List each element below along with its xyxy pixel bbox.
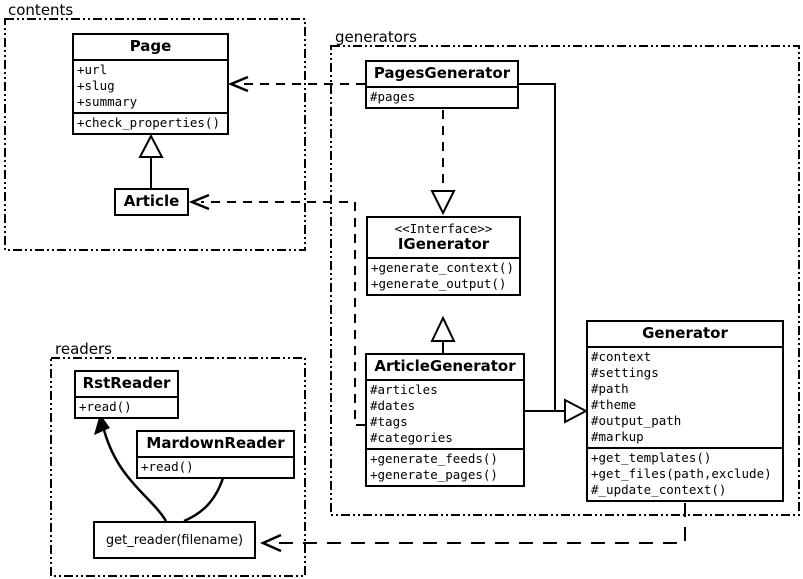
edge-articlegenerator-inherits-igenerator	[430, 315, 456, 353]
function-label-get-reader: get_reader(filename)	[105, 532, 244, 548]
attribute: #articles	[370, 382, 438, 397]
attribute: #dates	[370, 398, 416, 413]
class-attributes-generator: #context #settings #path #theme #output_…	[588, 346, 782, 447]
class-stereotype-igenerator: <<Interface>>	[394, 221, 493, 236]
function-box-get-reader[interactable]: get_reader(filename)	[93, 521, 256, 559]
class-name-mardown-reader: MardownReader	[146, 434, 285, 452]
class-box-page[interactable]: Page +url +slug +summary +check_properti…	[72, 33, 229, 135]
class-operations-page: +check_properties()	[74, 112, 227, 133]
attribute: #context	[591, 349, 652, 364]
edge-generator-uses-get-reader	[259, 503, 686, 553]
operation: +read()	[141, 459, 194, 474]
class-box-igenerator[interactable]: <<Interface>> IGenerator +generate_conte…	[366, 216, 521, 296]
operation: +generate_pages()	[370, 467, 498, 482]
package-label-contents: contents	[6, 1, 76, 19]
class-box-pages-generator[interactable]: PagesGenerator #pages	[365, 60, 519, 109]
attribute: +summary	[77, 94, 138, 109]
class-attributes-article-generator: #articles #dates #tags #categories	[367, 379, 523, 448]
class-box-generator[interactable]: Generator #context #settings #path #them…	[586, 320, 784, 502]
operation: #_update_context()	[591, 482, 727, 497]
operation: +generate_context()	[371, 260, 514, 275]
class-attributes-pages-generator: #pages	[367, 86, 517, 107]
attribute: #pages	[370, 89, 416, 104]
class-name-rst-reader: RstReader	[82, 374, 171, 392]
attribute: #markup	[591, 429, 644, 444]
class-box-article-generator[interactable]: ArticleGenerator #articles #dates #tags …	[365, 353, 525, 487]
edge-pagesgenerator-uses-page	[227, 75, 365, 93]
class-operations-igenerator: +generate_context() +generate_output()	[368, 257, 519, 294]
class-box-mardown-reader[interactable]: MardownReader +read()	[136, 430, 295, 479]
class-name-pages-generator: PagesGenerator	[373, 64, 511, 82]
attribute: #theme	[591, 397, 637, 412]
operation: +generate_output()	[371, 276, 507, 291]
attribute: #path	[591, 381, 629, 396]
class-operations-generator: +get_templates() +get_files(path,exclude…	[588, 447, 782, 500]
attribute: +slug	[77, 78, 115, 93]
class-attributes-page: +url +slug +summary	[74, 59, 227, 112]
edge-generators-inherit-generator	[519, 83, 589, 424]
class-name-article: Article	[123, 192, 180, 210]
attribute: #settings	[591, 365, 659, 380]
class-name-igenerator: IGenerator	[397, 235, 490, 253]
package-label-readers: readers	[53, 340, 114, 358]
attribute: #categories	[370, 430, 453, 445]
class-box-rst-reader[interactable]: RstReader +read()	[74, 370, 179, 419]
class-name-page: Page	[129, 37, 172, 55]
edge-pagesgenerator-realizes-igenerator	[430, 110, 456, 216]
operation: +get_templates()	[591, 450, 712, 465]
class-box-article[interactable]: Article	[114, 188, 189, 216]
operation: +read()	[79, 399, 132, 414]
attribute: +url	[77, 62, 108, 77]
attribute: #output_path	[591, 413, 682, 428]
class-name-article-generator: ArticleGenerator	[374, 357, 516, 375]
edge-articlegenerator-uses-article	[188, 193, 365, 426]
operation: +check_properties()	[77, 115, 220, 130]
class-operations-rst-reader: +read()	[76, 396, 177, 417]
operation: +generate_feeds()	[370, 451, 498, 466]
package-label-generators: generators	[333, 28, 419, 46]
attribute: #tags	[370, 414, 408, 429]
class-operations-article-generator: +generate_feeds() +generate_pages()	[367, 448, 523, 485]
class-name-generator: Generator	[642, 324, 728, 342]
class-operations-mardown-reader: +read()	[138, 456, 293, 477]
operation: +get_files(path,exclude)	[591, 466, 772, 481]
edge-article-inherits-page	[138, 133, 164, 188]
